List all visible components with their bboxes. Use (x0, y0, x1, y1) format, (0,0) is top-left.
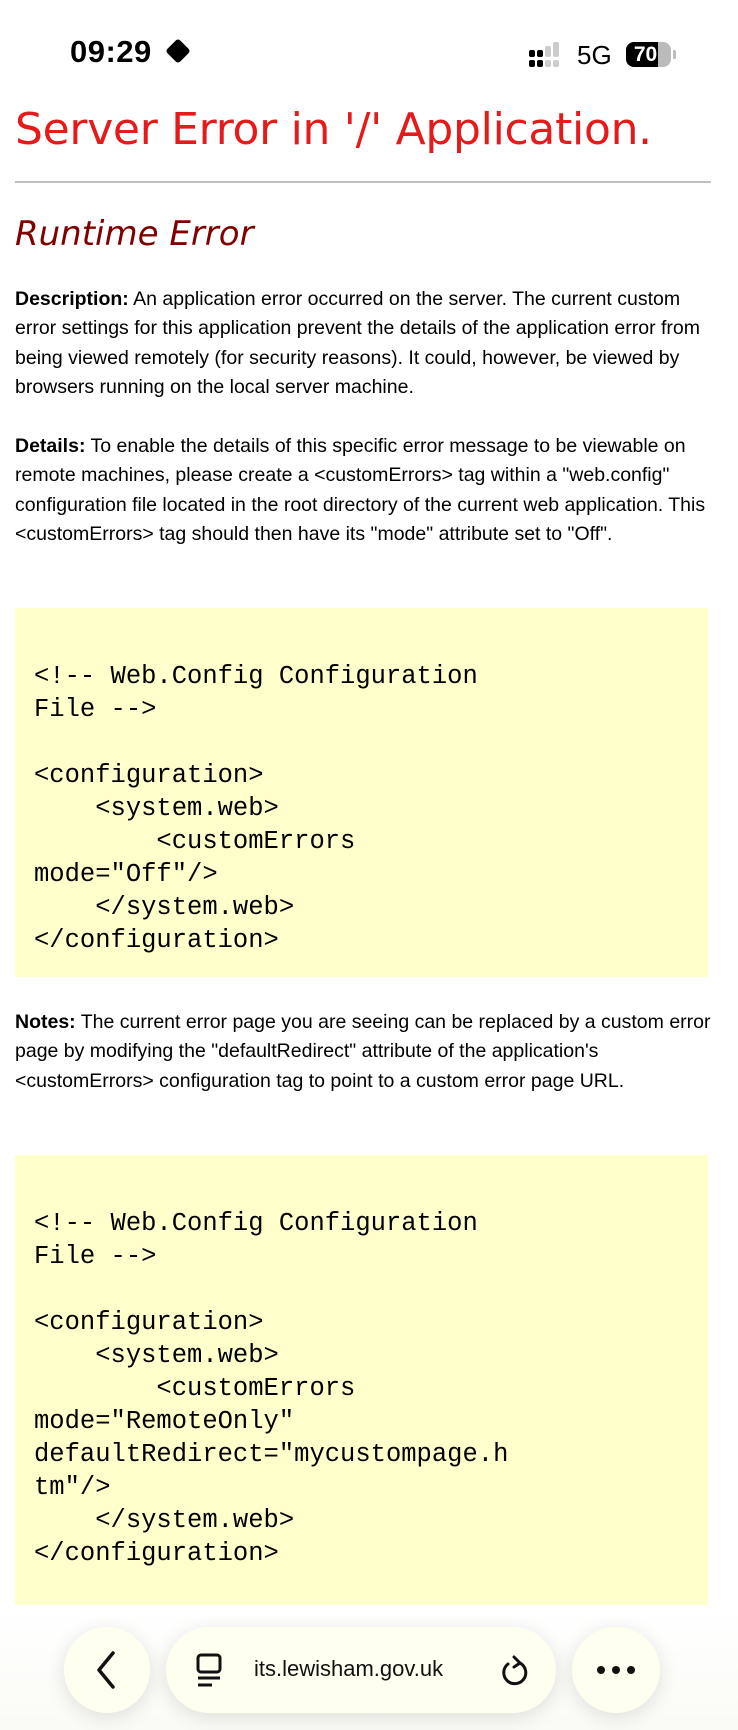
error-subtitle: Runtime Error (15, 214, 254, 254)
more-options-button[interactable] (572, 1627, 660, 1713)
notes-paragraph: Notes: The current error page you are se… (15, 1008, 715, 1096)
details-label: Details: (15, 435, 86, 457)
network-type: 5G (577, 40, 612, 70)
notes-label: Notes: (15, 1011, 76, 1033)
status-bar: 09:29 5G 70 (0, 0, 738, 100)
cellular-signal-icon (529, 42, 559, 68)
chevron-left-icon (97, 1651, 115, 1689)
battery-level: 70 (633, 43, 658, 66)
code-block-config-remoteonly: <!-- Web.Config Configuration File --> <… (15, 1155, 708, 1605)
notes-text: The current error page you are seeing ca… (15, 1011, 711, 1092)
description-paragraph: Description: An application error occurr… (15, 285, 715, 402)
details-paragraph: Details: To enable the details of this s… (15, 432, 715, 549)
more-icon (597, 1666, 635, 1674)
code-block-config-off: <!-- Web.Config Configuration File --> <… (15, 608, 708, 977)
focus-mode-icon (165, 38, 191, 64)
tabs-icon (196, 1653, 222, 1687)
code-text: <!-- Web.Config Configuration File --> <… (34, 662, 478, 955)
address-bar[interactable]: its.lewisham.gov.uk (166, 1627, 556, 1713)
reload-icon[interactable] (498, 1653, 532, 1689)
description-label: Description: (15, 288, 129, 310)
page-title: Server Error in '/' Application. (15, 104, 652, 155)
code-text: <!-- Web.Config Configuration File --> <… (34, 1209, 509, 1568)
divider (15, 181, 711, 183)
clock: 09:29 (70, 34, 152, 69)
details-text: To enable the details of this specific e… (15, 435, 706, 545)
description-text: An application error occurred on the ser… (15, 288, 701, 398)
url-text[interactable]: its.lewisham.gov.uk (254, 1656, 444, 1681)
back-button[interactable] (64, 1627, 150, 1713)
battery-nub (673, 50, 676, 59)
battery-icon: 70 (626, 42, 671, 67)
